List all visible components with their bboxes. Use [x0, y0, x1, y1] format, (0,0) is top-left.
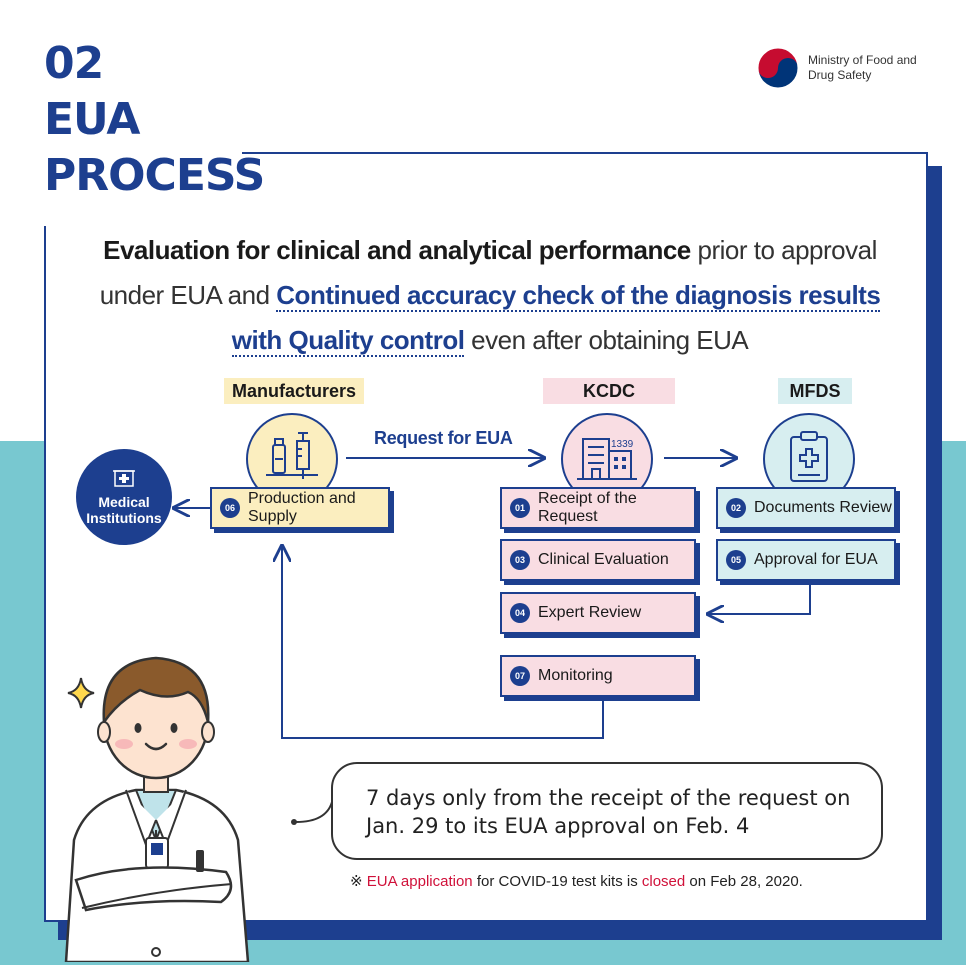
note-mid: for COVID-19 test kits is: [473, 873, 642, 890]
step-production-supply: 06 Production and Supply: [210, 487, 390, 529]
step-number: 03: [510, 550, 530, 570]
step-number: 06: [220, 498, 240, 518]
request-label: Request for EUA: [374, 428, 513, 449]
building-number: 1339: [611, 439, 634, 450]
step-clinical-evaluation: 03 Clinical Evaluation: [500, 539, 696, 581]
doctor-illustration: [56, 640, 256, 962]
medical-institutions-circle: Medical Institutions: [76, 449, 172, 545]
footnote: ※ EUA application for COVID-19 test kits…: [350, 872, 803, 890]
step-number: 05: [726, 550, 746, 570]
step-number: 01: [510, 498, 530, 518]
step-documents-review: 02 Documents Review: [716, 487, 896, 529]
step-approval-eua: 05 Approval for EUA: [716, 539, 896, 581]
step-label: Receipt of the Request: [538, 490, 694, 526]
speech-bubble-tail: [286, 800, 336, 830]
step-label: Production and Supply: [248, 490, 388, 526]
note-prefix: ※: [350, 873, 367, 890]
step-number: 07: [510, 666, 530, 686]
bubble-text: 7 days only from the receipt of the requ…: [366, 784, 876, 840]
step-label: Expert Review: [538, 604, 641, 622]
step-number: 04: [510, 603, 530, 623]
note-suffix: on Feb 28, 2020.: [685, 873, 803, 890]
step-label: Approval for EUA: [754, 551, 878, 569]
note-red-1: EUA application: [367, 873, 473, 890]
step-label: Documents Review: [754, 499, 892, 517]
step-monitoring: 07 Monitoring: [500, 655, 696, 697]
note-red-2: closed: [642, 873, 685, 890]
step-label: Monitoring: [538, 667, 613, 685]
step-receipt-request: 01 Receipt of the Request: [500, 487, 696, 529]
hospital-icon: [113, 467, 135, 487]
step-expert-review: 04 Expert Review: [500, 592, 696, 634]
step-label: Clinical Evaluation: [538, 551, 669, 569]
approval-to-expert-arrow: [708, 582, 810, 614]
step-number: 02: [726, 498, 746, 518]
medical-institutions-label: Medical Institutions: [76, 494, 172, 526]
